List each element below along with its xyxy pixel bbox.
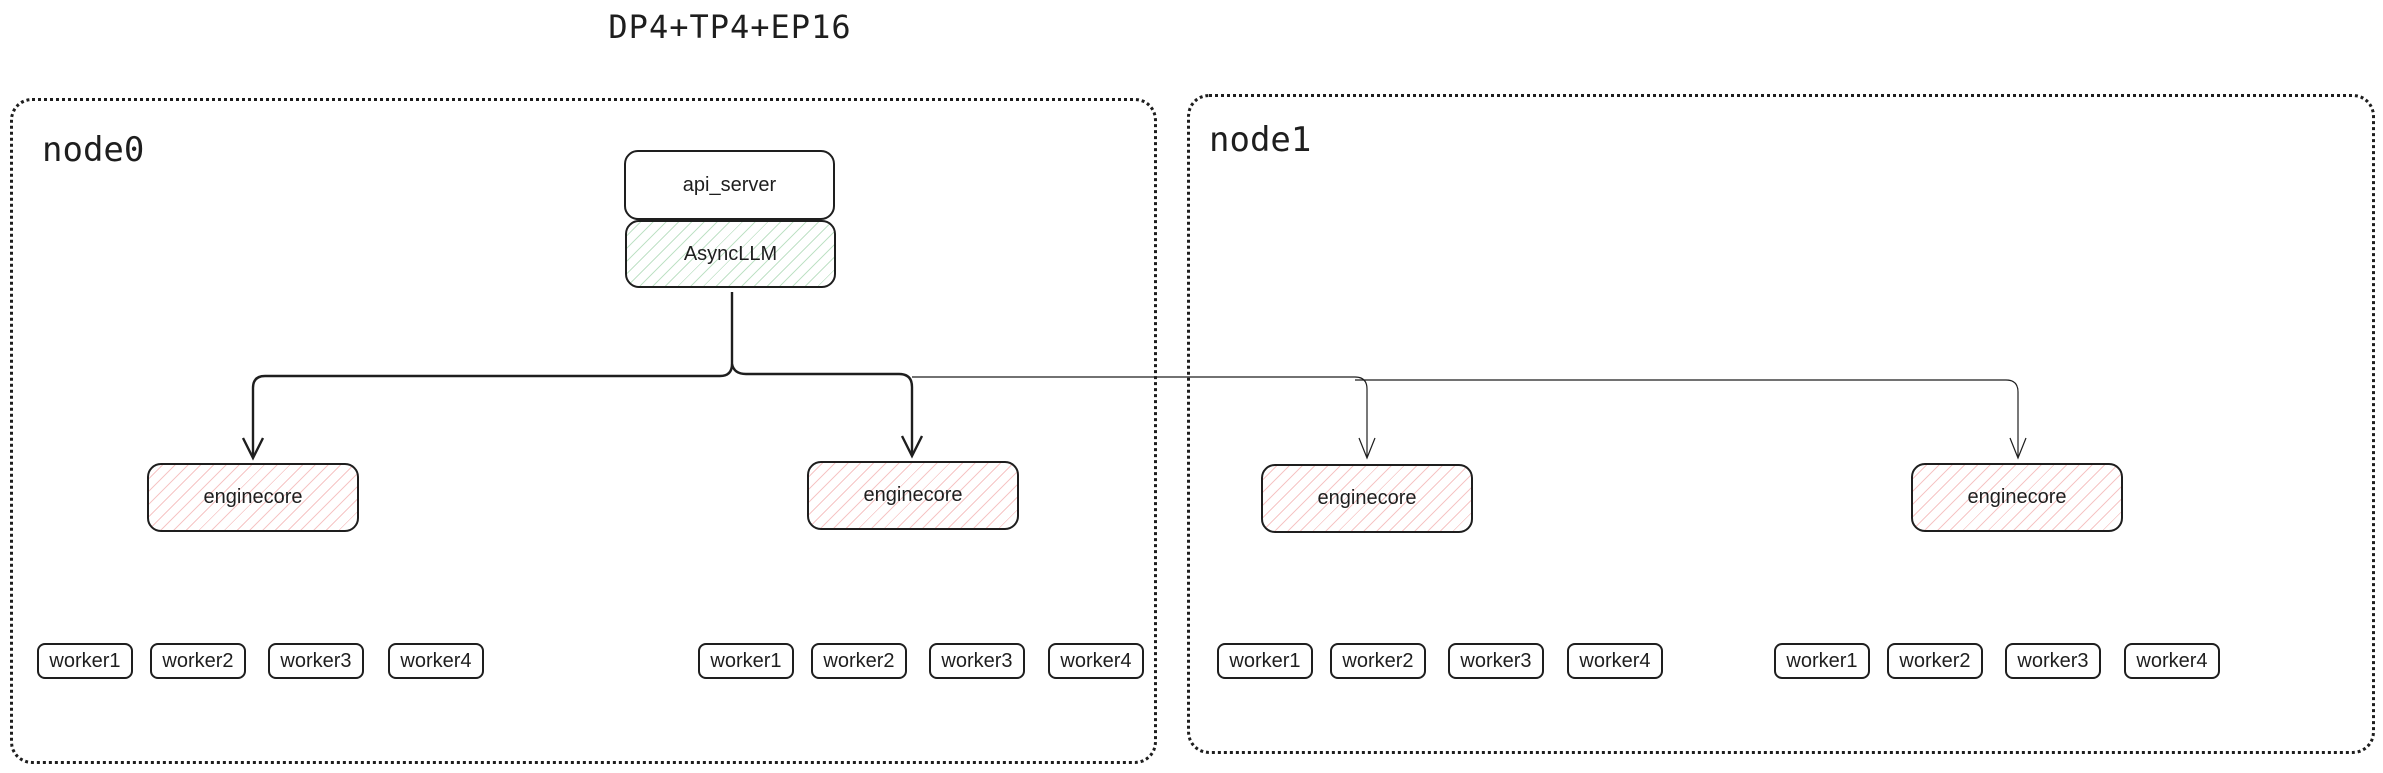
node1-ec1-worker2: worker2 [1330,643,1426,679]
node0-label: node0 [42,130,145,170]
node1-ec1-worker3: worker3 [1448,643,1544,679]
enginecore-label: enginecore [203,486,303,508]
arrow-to-node1-enginecore-2 [1355,379,2019,457]
node1-ec2-worker1: worker1 [1774,643,1870,679]
node0-ec2-worker1: worker1 [698,643,794,679]
node0-ec2-worker2: worker2 [811,643,907,679]
node0-ec1-worker3: worker3 [268,643,364,679]
node0-ec1-worker2: worker2 [150,643,246,679]
enginecore-label: enginecore [1967,486,2067,508]
arrowhead-node0-enginecore-1 [241,437,265,461]
arrow-to-node1-enginecore-1 [912,376,1368,457]
api-server-box: api_server [624,150,835,220]
node1-ec2-worker4: worker4 [2124,643,2220,679]
node0-enginecore-1: enginecore [147,463,359,532]
arrowhead-node1-enginecore-2 [2009,437,2027,460]
node0-ec2-worker3: worker3 [929,643,1025,679]
node0-frame [10,98,1157,764]
node1-enginecore-2: enginecore [1911,463,2123,532]
async-llm-label: AsyncLLM [683,242,778,265]
arrowhead-node1-enginecore-1 [1358,437,1376,460]
node0-ec1-worker1: worker1 [37,643,133,679]
arrow-to-node0-enginecore-1 [251,292,734,457]
enginecore-label: enginecore [1317,487,1417,509]
diagram-title: DP4+TP4+EP16 [608,8,852,46]
arrow-to-node0-enginecore-2 [730,363,914,455]
node0-ec1-worker4: worker4 [388,643,484,679]
node1-label: node1 [1209,120,1312,160]
node1-ec1-worker1: worker1 [1217,643,1313,679]
node0-enginecore-2: enginecore [807,461,1019,530]
node1-enginecore-1: enginecore [1261,464,1473,533]
node1-frame [1187,94,2375,754]
arrowhead-node0-enginecore-2 [900,435,924,459]
api-server-label: api_server [682,173,777,196]
node1-ec2-worker2: worker2 [1887,643,1983,679]
enginecore-label: enginecore [863,484,963,506]
node1-ec1-worker4: worker4 [1567,643,1663,679]
async-llm-box: AsyncLLM [625,220,836,288]
node1-ec2-worker3: worker3 [2005,643,2101,679]
node0-ec2-worker4: worker4 [1048,643,1144,679]
